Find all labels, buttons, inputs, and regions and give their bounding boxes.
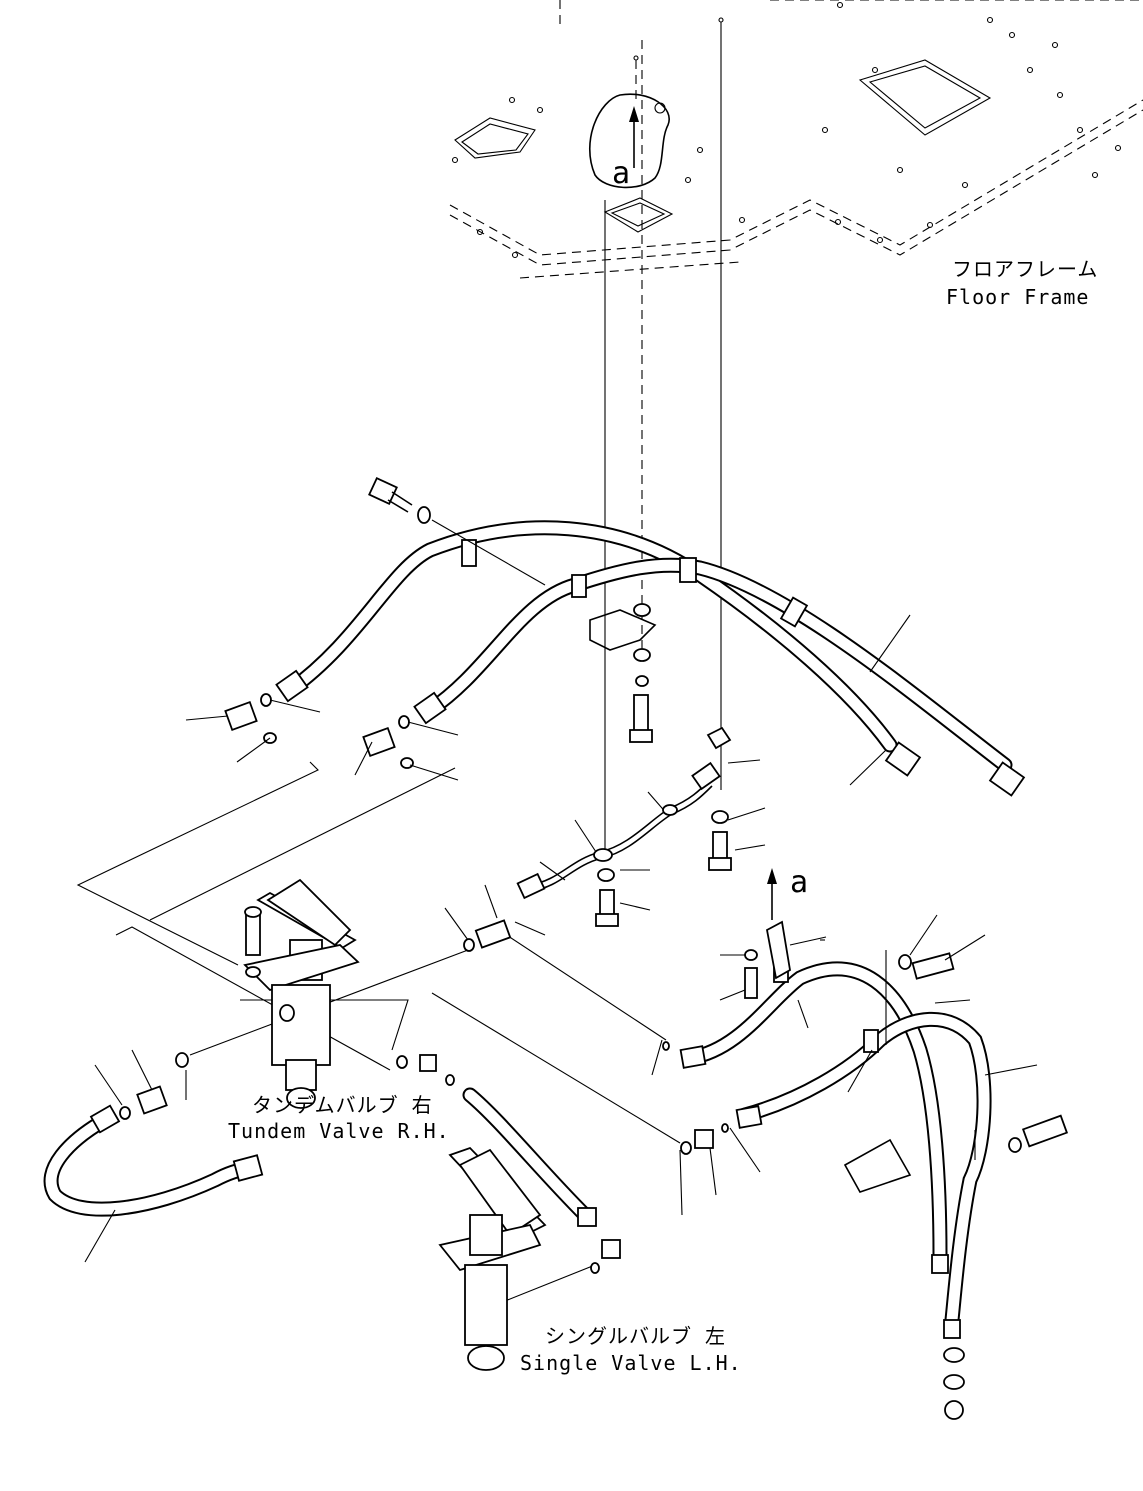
- pressure-switch-harness: [463, 726, 732, 952]
- hose-fitting-1: [275, 669, 309, 703]
- floor-frame-label-en: Floor Frame: [946, 285, 1089, 309]
- single-valve: [396, 1054, 621, 1371]
- upper-bolt: [368, 476, 546, 586]
- detail-a-bubble: a: [589, 93, 670, 191]
- hose-fitting-3: [884, 741, 922, 777]
- left-hose: [43, 1049, 264, 1263]
- elbow-fittings: [224, 693, 414, 769]
- right-brackets: [744, 920, 1069, 1193]
- detail-a-marker-lower: a: [767, 865, 808, 920]
- floor-frame-label-jp: フロアフレーム: [952, 257, 1098, 281]
- frame-bolt-holes: [451, 1, 1122, 259]
- assembly-lines: [604, 17, 724, 850]
- tandem-valve-label-en: Tundem Valve R.H.: [228, 1119, 450, 1143]
- single-valve-label-jp: シングルバルブ 左: [545, 1324, 726, 1348]
- lower-mid-fittings: [662, 1041, 729, 1155]
- hose-fitting-2: [413, 691, 447, 725]
- floor-frame: [449, 0, 1143, 279]
- detail-marker-lower: a: [790, 865, 808, 900]
- single-valve-label-en: Single Valve L.H.: [520, 1351, 742, 1375]
- tandem-valve-label-jp: タンデムバルブ 右: [252, 1093, 433, 1117]
- hose-fitting-4: [988, 761, 1026, 797]
- tandem-valve: [243, 878, 360, 1109]
- upper-hose-bundle: [275, 520, 1026, 797]
- mid-bracket: [589, 603, 657, 743]
- detail-marker-top: a: [612, 156, 630, 191]
- right-lower-hoses: [679, 959, 992, 1420]
- right-leader-lines: [651, 914, 1038, 1216]
